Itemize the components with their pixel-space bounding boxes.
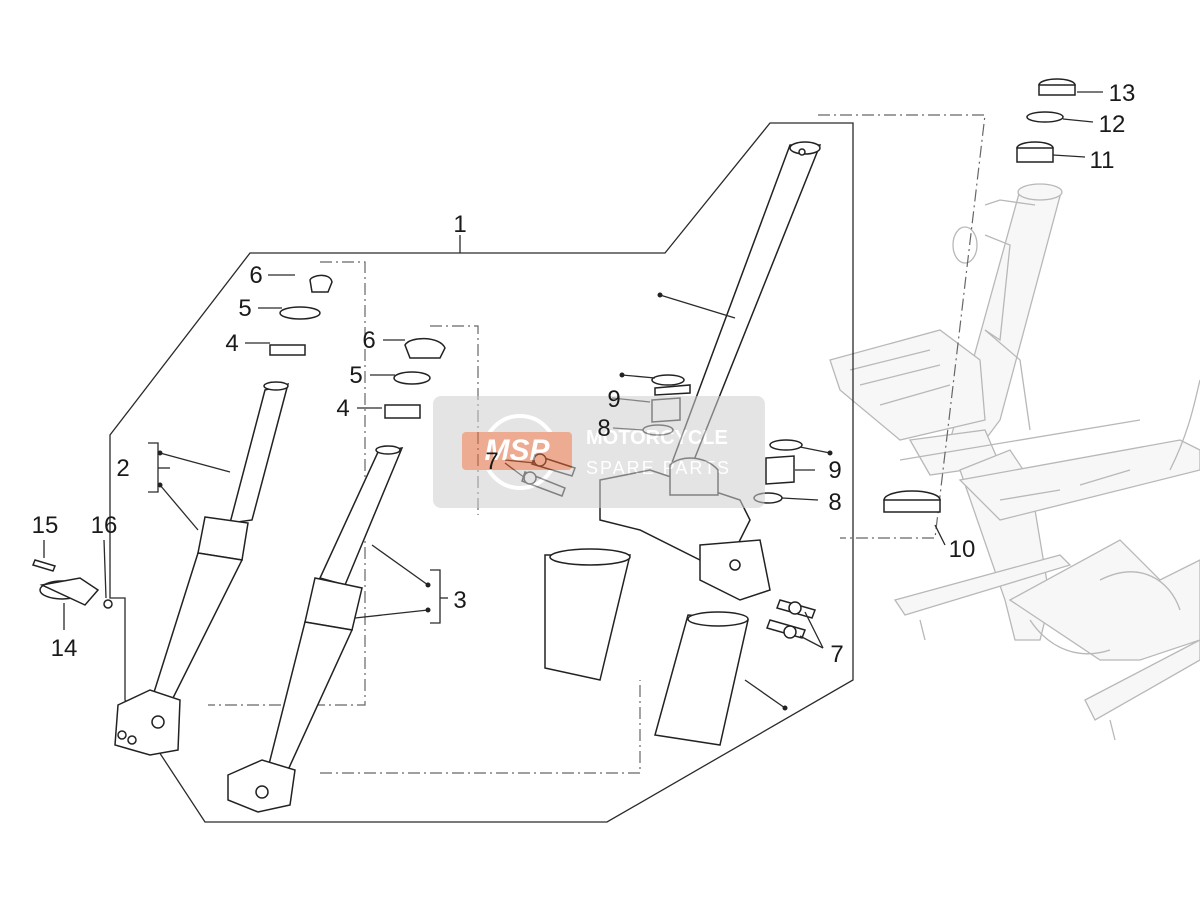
assembly-line-mid	[430, 325, 479, 515]
callout-5a: 5	[238, 295, 251, 322]
callout-10: 10	[949, 536, 976, 563]
head-bearings	[883, 78, 1076, 513]
callout-9b: 9	[828, 457, 841, 484]
callout-6a: 6	[249, 262, 262, 289]
callout-16: 16	[91, 512, 118, 539]
callout-8a: 8	[597, 415, 610, 442]
steering-stem	[521, 141, 822, 746]
watermark-logo-badge	[462, 432, 572, 470]
callout-8b: 8	[828, 489, 841, 516]
callout-labels: 1 2 3 4 4 5 5 6 6 7 7 8 8 9 9 10 11 12 1…	[32, 80, 1136, 668]
assembly-outline	[109, 122, 854, 823]
watermark-logo-text: MSP	[484, 434, 550, 467]
callout-11: 11	[1090, 147, 1115, 174]
assembly-line-bottom	[320, 680, 641, 774]
callout-7b: 7	[830, 641, 843, 668]
callout-1: 1	[453, 211, 466, 238]
callout-15: 15	[32, 512, 59, 539]
callout-9a: 9	[607, 386, 620, 413]
callout-4b: 4	[336, 395, 349, 422]
callout-2: 2	[116, 455, 129, 482]
callout-4a: 4	[225, 330, 238, 357]
fork-leg-right	[227, 337, 446, 813]
callout-3: 3	[453, 587, 466, 614]
callout-7a: 7	[485, 448, 498, 475]
watermark-line1: MOTORCYCLE	[586, 427, 728, 449]
callout-5b: 5	[349, 362, 362, 389]
callout-13: 13	[1109, 80, 1136, 107]
small-parts	[31, 559, 113, 609]
scooter-frame	[829, 183, 1200, 741]
assembly-line-right	[818, 114, 986, 539]
callout-6b: 6	[362, 327, 375, 354]
callout-12: 12	[1099, 111, 1126, 138]
leader-dots	[157, 292, 833, 711]
fork-leg-left	[114, 274, 333, 756]
watermark-line2: SPARE PARTS	[586, 458, 731, 478]
watermark: MSP MOTORCYCLE SPARE PARTS	[433, 396, 765, 508]
callout-14: 14	[51, 635, 78, 662]
